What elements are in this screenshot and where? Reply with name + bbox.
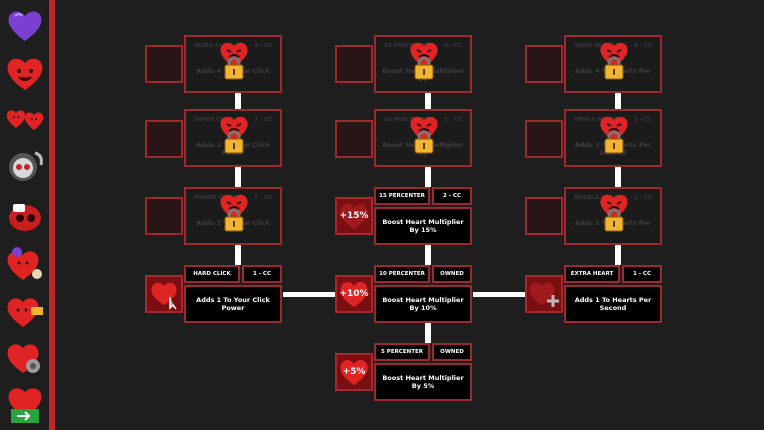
connector bbox=[615, 167, 621, 187]
upgrade-description: Boost Heart Multiplier By 15% bbox=[374, 207, 472, 245]
upgrade-title: EXTRA HEART bbox=[564, 265, 620, 283]
upgrade-title: SUPER CLICK bbox=[194, 117, 235, 123]
upgrade-title: HARD CLICK bbox=[184, 265, 240, 283]
upgrade-title: 20 PERCENTER bbox=[384, 117, 430, 123]
connector bbox=[235, 167, 241, 187]
power-click-icon bbox=[145, 197, 183, 235]
upgrade-title: 10 PERCENTER bbox=[374, 265, 430, 283]
triple-heart-icon bbox=[525, 120, 563, 158]
upgrade-cost: 2 - CC bbox=[633, 195, 652, 201]
upgrade-cost: 4 - CC bbox=[253, 43, 272, 49]
upgrade-title: 25 PERCENTER bbox=[384, 43, 430, 49]
upgrade-status: OWNED bbox=[432, 265, 472, 283]
connector bbox=[425, 167, 431, 187]
multiplier-label: +5% bbox=[342, 367, 366, 377]
upgrade-title: 15 PERCENTER bbox=[374, 187, 430, 205]
double-heart-icon bbox=[525, 197, 563, 235]
upgrade-cost: 4 - CC bbox=[633, 43, 652, 49]
hard-click-icon bbox=[145, 275, 183, 313]
lock-icon bbox=[600, 194, 628, 232]
connector bbox=[473, 292, 525, 297]
connector bbox=[615, 245, 621, 265]
multiplier-label: +15% bbox=[339, 211, 369, 221]
multiplier-15-icon: +15% bbox=[335, 197, 373, 235]
lock-icon bbox=[220, 194, 248, 232]
lock-icon bbox=[220, 116, 248, 154]
ultra-click-icon bbox=[145, 45, 183, 83]
connector bbox=[235, 93, 241, 109]
upgrade-triple-heart[interactable]: TRIPLE HEART 3 - CC Adds 3 To Hearts Per… bbox=[564, 109, 662, 167]
upgrade-title: ULTRA CLICK bbox=[194, 43, 234, 49]
upgrade-cost: 2 - CC bbox=[253, 195, 272, 201]
upgrade-cost: 1 - CC bbox=[622, 265, 662, 283]
purple-heart-icon[interactable] bbox=[5, 6, 45, 46]
upgrade-cost: 3 - CC bbox=[633, 117, 652, 123]
upgrade-description: Adds 1 To Your Click Power bbox=[184, 285, 282, 323]
upgrade-20-percenter[interactable]: 20 PERCENTER 3 - CC Boost Heart Multipli… bbox=[374, 109, 472, 167]
upgrade-title: POWER CLICK bbox=[194, 195, 237, 201]
upgrade-quad-heart[interactable]: QUAD HEART 4 - CC Adds 4 To Hearts Per bbox=[564, 35, 662, 93]
connector bbox=[235, 245, 241, 265]
upgrade-description: Boost Heart Multiplier By 5% bbox=[374, 363, 472, 401]
connector bbox=[425, 323, 431, 343]
red-blob-icon[interactable] bbox=[5, 196, 45, 236]
lock-icon bbox=[220, 42, 248, 80]
upgrade-cost: 1 - CC bbox=[242, 265, 282, 283]
upgrade-5-percenter[interactable]: 5 PERCENTER OWNED Boost Heart Multiplier… bbox=[374, 343, 472, 401]
upgrade-ultra-click[interactable]: ULTRA CLICK 4 - CC Adds 4 To Your Click bbox=[184, 35, 282, 93]
gear-heart-icon[interactable] bbox=[5, 338, 45, 378]
upgrade-description: Boost Heart Multiplier By 10% bbox=[374, 285, 472, 323]
heart-coupon-icon[interactable] bbox=[5, 291, 45, 331]
upgrade-title: DOUBLE HEART bbox=[574, 195, 622, 201]
upgrade-cost: 2 - CC bbox=[432, 187, 472, 205]
upgrade-title: QUAD HEART bbox=[574, 43, 615, 49]
upgrade-25-percenter[interactable]: 25 PERCENTER 4 - CC Boost Heart Multipli… bbox=[374, 35, 472, 93]
connector bbox=[425, 93, 431, 109]
lock-icon bbox=[410, 42, 438, 80]
upgrade-extra-heart[interactable]: EXTRA HEART 1 - CC Adds 1 To Hearts Per … bbox=[564, 265, 662, 323]
connector bbox=[283, 292, 335, 297]
small-hearts-icon[interactable] bbox=[5, 100, 45, 140]
upgrade-super-click[interactable]: SUPER CLICK 3 - CC Adds 3 To Your Click … bbox=[184, 109, 282, 167]
upgrade-description: Adds 1 To Hearts Per Second bbox=[564, 285, 662, 323]
upgrade-status: OWNED bbox=[432, 343, 472, 361]
upgrade-15-percenter[interactable]: 15 PERCENTER 2 - CC Boost Heart Multipli… bbox=[374, 187, 472, 245]
multiplier-20-icon bbox=[335, 120, 373, 158]
upgrade-title: 5 PERCENTER bbox=[374, 343, 430, 361]
multiplier-5-icon: +5% bbox=[335, 353, 373, 391]
multiplier-label: +10% bbox=[339, 289, 369, 299]
super-click-icon bbox=[145, 120, 183, 158]
sidebar bbox=[0, 0, 50, 430]
upgrade-title: TRIPLE HEART bbox=[574, 117, 618, 123]
smiling-heart-icon[interactable] bbox=[5, 54, 45, 94]
upgrade-cost: 4 - CC bbox=[443, 43, 462, 49]
lock-icon bbox=[600, 116, 628, 154]
upgrade-power-click[interactable]: POWER CLICK 2 - CC Adds 2 To Your Click bbox=[184, 187, 282, 245]
extra-heart-icon bbox=[525, 275, 563, 313]
upgrade-cost: 3 - CC bbox=[443, 117, 462, 123]
sidebar-border bbox=[49, 0, 55, 430]
upgrade-hard-click[interactable]: HARD CLICK 1 - CC Adds 1 To Your Click P… bbox=[184, 265, 282, 323]
upgrade-10-percenter[interactable]: 10 PERCENTER OWNED Boost Heart Multiplie… bbox=[374, 265, 472, 323]
quad-heart-icon bbox=[525, 45, 563, 83]
connector bbox=[425, 245, 431, 265]
multiplier-10-icon: +10% bbox=[335, 275, 373, 313]
lock-icon bbox=[410, 116, 438, 154]
upgrade-double-heart[interactable]: DOUBLE HEART 2 - CC Adds 2 To Hearts Per bbox=[564, 187, 662, 245]
multiplier-25-icon bbox=[335, 45, 373, 83]
upgrade-cost: 3 - CC bbox=[253, 117, 272, 123]
lock-icon bbox=[600, 42, 628, 80]
skull-reaper-icon[interactable] bbox=[5, 147, 45, 187]
connector bbox=[615, 93, 621, 109]
heart-exit-icon[interactable] bbox=[5, 385, 45, 425]
chef-heart-icon[interactable] bbox=[5, 244, 45, 284]
